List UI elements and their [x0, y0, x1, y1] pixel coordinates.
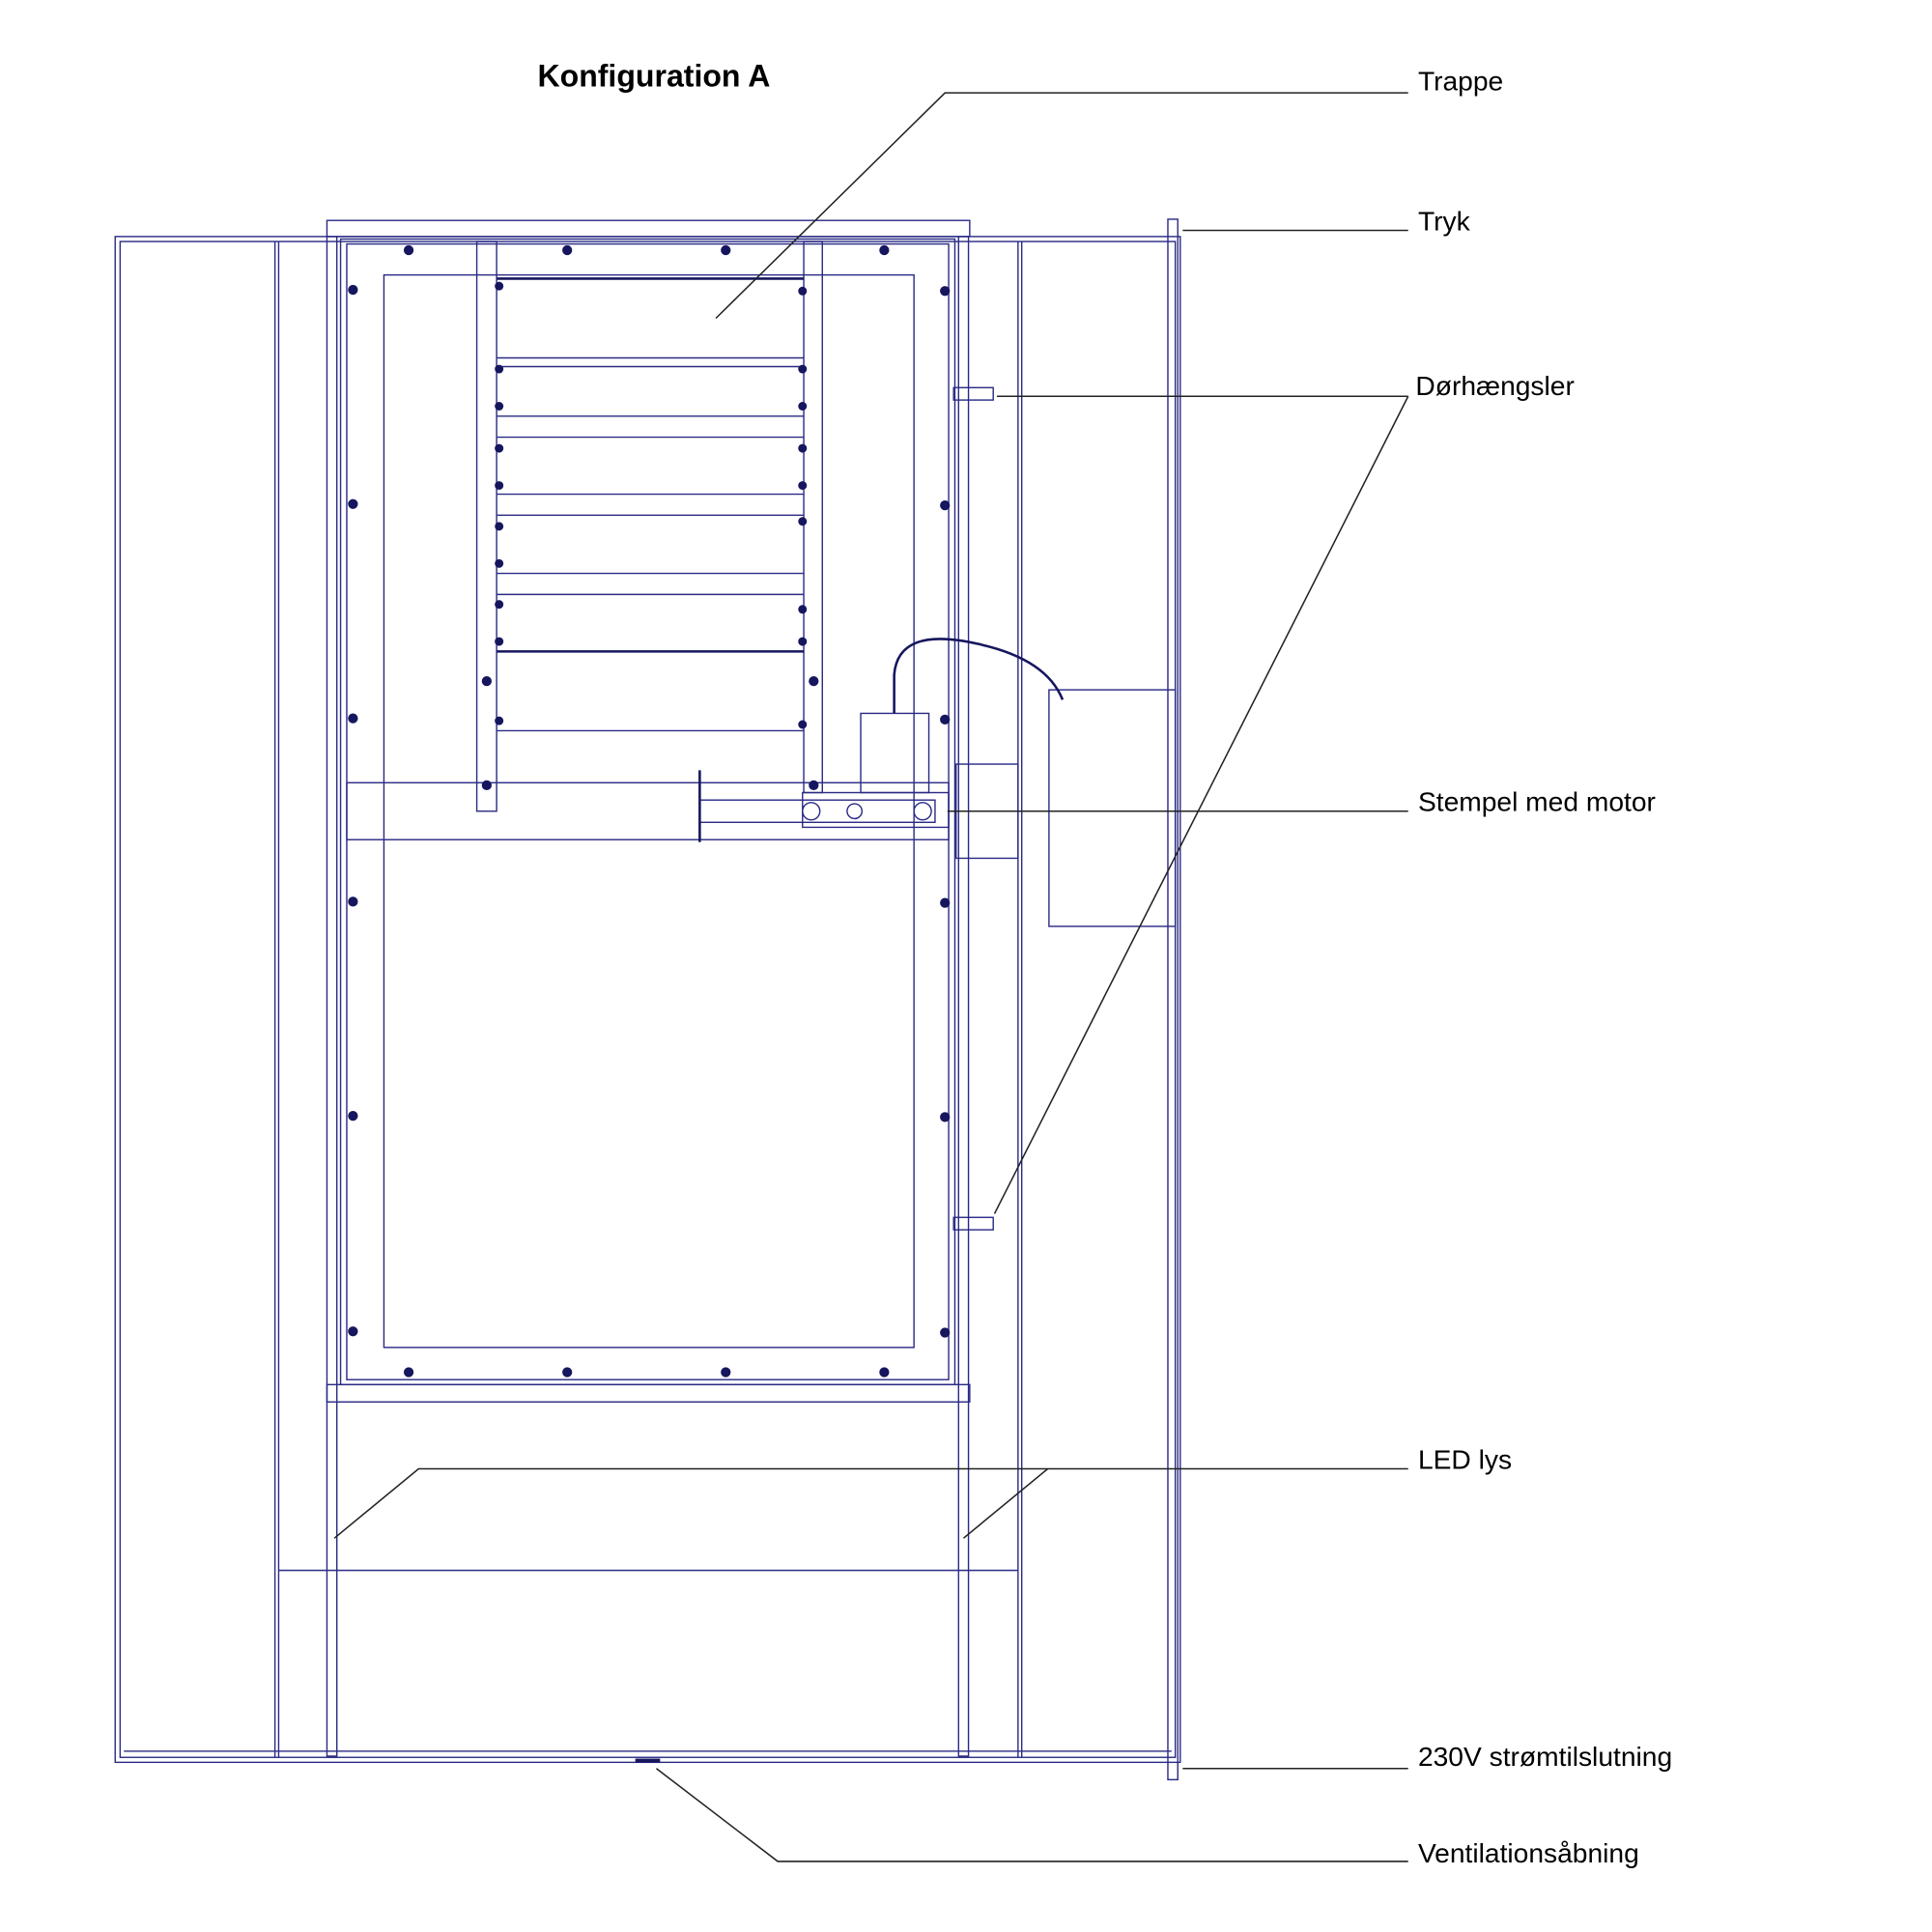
side-box — [1048, 689, 1177, 927]
label-tryk: Tryk — [1418, 205, 1471, 236]
door-edge — [1167, 218, 1179, 1781]
ventilation-opening — [635, 1758, 661, 1763]
label-power: 230V strømtilslutning — [1418, 1741, 1672, 1772]
label-ventilation: Ventilationsåbning — [1418, 1837, 1639, 1868]
label-trappe: Trappe — [1418, 66, 1503, 97]
label-dorhaengsler: Dørhængsler — [1415, 370, 1574, 401]
hatch-opening — [383, 273, 915, 1349]
label-led-lys: LED lys — [1418, 1444, 1512, 1475]
hinges — [952, 386, 994, 1231]
stair — [475, 241, 823, 812]
bolts — [348, 244, 951, 1763]
label-stempel-med-motor: Stempel med motor — [1418, 786, 1656, 817]
leader-lines — [333, 92, 1409, 1862]
diagram-title: Konfiguration A — [537, 59, 770, 94]
cabinet-outline — [114, 218, 1181, 1781]
